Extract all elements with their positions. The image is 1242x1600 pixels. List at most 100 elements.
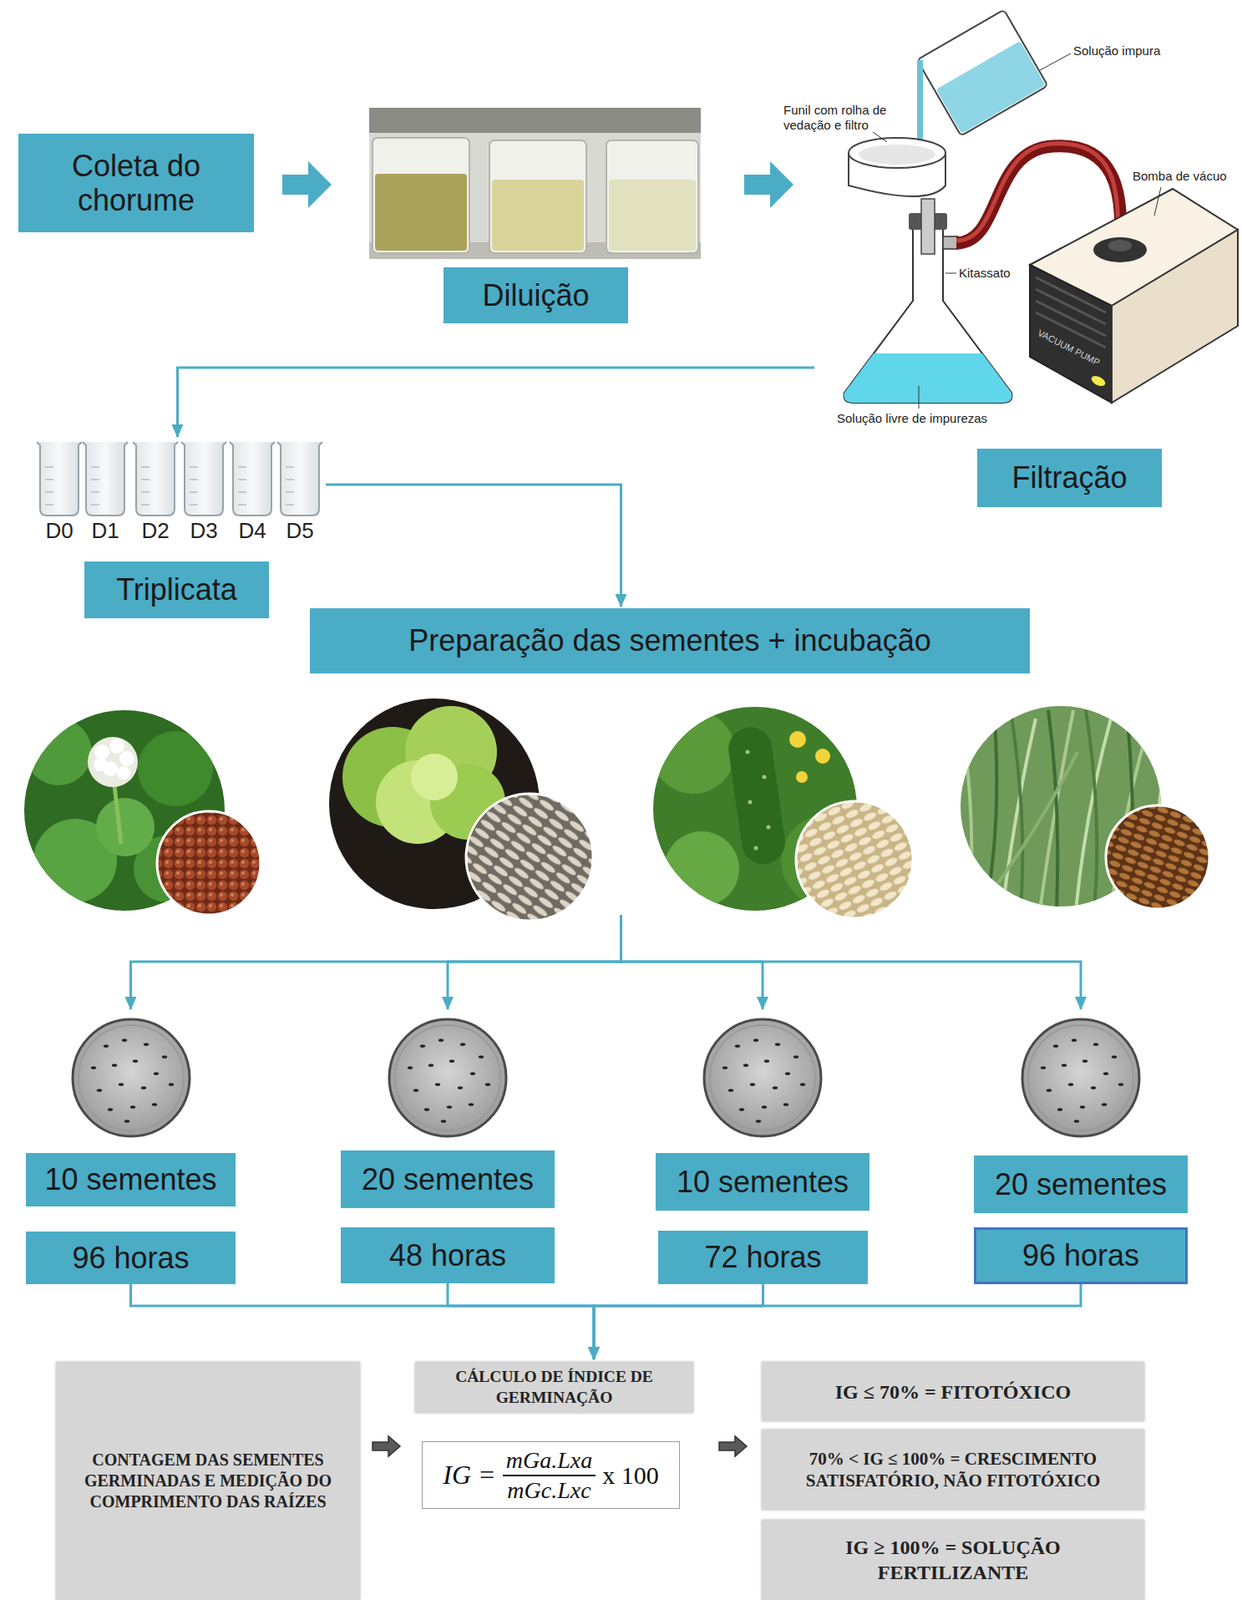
text-wrap: CONTAGEM DAS SEMENTES GERMINADAS E MEDIÇ… [64,1449,352,1512]
node-text: Diluição [453,278,619,313]
block-arrow [744,161,794,208]
formula-text: mGa.Lxa [502,1446,596,1476]
label-box: Filtração [977,448,1162,507]
dilution-photo [369,107,701,259]
cucumber-photo [651,701,913,919]
node-text: CÁLCULO DE ÍNDICE DE GERMINAÇÃO [423,1366,685,1408]
node-text: IG ≤ 70% = FITOTÓXICO [770,1378,1136,1405]
block-arrow [719,1435,747,1456]
process-group: Diluição [369,107,701,324]
sample-group: 10 sementes [25,1010,236,1207]
beaker-label: D5 [276,517,324,544]
formula-text: IG = [442,1459,496,1491]
label-box: 10 sementes [655,1152,870,1211]
callout-label: Bomba de vácuo [1132,168,1227,184]
flow-line [593,1283,1081,1359]
block-arrow [282,161,332,208]
text-wrap: Triplicata [94,572,259,607]
process-group: Triplicata [29,438,326,619]
beaker-label: D3 [180,517,228,544]
process-box: Coleta do chorume [18,133,254,233]
flow-line [325,484,622,607]
label-box: Diluição [443,267,629,324]
result-box: IG ≥ 100% = SOLUÇÃO FERTILIZANTE [761,1519,1145,1600]
formula-text: x 100 [602,1460,660,1490]
label-box: 20 sementes [973,1155,1188,1213]
text-wrap: 10 sementes [35,1161,226,1197]
text-wrap: IG ≤ 70% = FITOTÓXICO [770,1378,1136,1405]
step-header: CÁLCULO DE ÍNDICE DE GERMINAÇÃO [415,1361,694,1413]
node-text: Triplicata [94,572,259,607]
beaker-label: D4 [228,517,276,544]
node-text: 96 horas [35,1240,226,1275]
time-box: 96 horas [973,1226,1188,1284]
time-box: 48 horas [340,1226,555,1283]
node-text: 20 sementes [350,1161,545,1197]
node-text: 72 horas [668,1239,858,1274]
result-box: 70% < IG ≤ 100% = CRESCIMENTO SATISFATÓR… [761,1429,1145,1510]
text-wrap: CÁLCULO DE ÍNDICE DE GERMINAÇÃO [423,1366,685,1408]
flow-line [593,1283,764,1359]
formula-text: mGc.Lxc [503,1475,594,1504]
beaker-label: D1 [81,517,129,544]
lettuce-photo [325,693,594,921]
text-wrap: 72 horas [668,1239,858,1274]
result-box: IG ≤ 70% = FITOTÓXICO [761,1361,1145,1421]
sample-group: 10 sementes [655,1010,870,1211]
process-group: Filtração [814,20,1242,507]
node-text: Filtração [987,460,1152,495]
filtration-apparatus [843,10,1238,409]
text-wrap: 70% < IG ≤ 100% = CRESCIMENTO SATISFATÓR… [770,1447,1136,1492]
node-text: 96 horas [986,1237,1176,1273]
label-box: Triplicata [84,561,269,619]
node-text: Preparação das sementes + incubação [319,623,1020,658]
fraction: mGa.LxamGc.Lxc [502,1446,596,1504]
node-text: CONTAGEM DAS SEMENTES GERMINADAS E MEDIÇ… [64,1449,352,1512]
process-group: Preparação das sementes + incubação [20,608,1222,915]
text-wrap: IG ≥ 100% = SOLUÇÃO FERTILIZANTE [770,1534,1136,1585]
node-text: IG ≥ 100% = SOLUÇÃO FERTILIZANTE [770,1534,1136,1585]
text-wrap: Filtração [987,460,1152,495]
beaker-label: D2 [131,517,179,544]
text-wrap: 48 horas [350,1237,545,1273]
time-box: 72 horas [658,1230,868,1284]
callout-label: Solução livre de impurezas [836,410,988,426]
sample-group: 20 sementes [973,1010,1188,1213]
callout-label: Solução impura [1073,43,1161,59]
text-wrap: 20 sementes [350,1161,545,1197]
node-text: 10 sementes [35,1161,226,1197]
sample-group: 20 sementes [340,1010,555,1208]
step-box: CONTAGEM DAS SEMENTES GERMINADAS E MEDIÇ… [55,1361,360,1600]
node-text: 10 sementes [665,1164,860,1199]
text-wrap: Diluição [453,278,619,313]
grass-photo [956,701,1210,911]
text-wrap: 20 sementes [983,1166,1178,1202]
node-text: 20 sementes [983,1166,1178,1202]
label-box: 20 sementes [340,1150,555,1208]
node-text: 70% < IG ≤ 100% = CRESCIMENTO SATISFATÓR… [770,1447,1136,1492]
formula-box: IG =mGa.LxamGc.Lxcx 100 [421,1440,680,1509]
node-text: 48 horas [350,1237,545,1273]
text-wrap: Preparação das sementes + incubação [319,623,1020,658]
petri-dishes [72,1018,1140,1136]
flow-line [447,914,622,1009]
label-box: 10 sementes [25,1152,236,1207]
beaker-label: D0 [35,517,83,544]
text-wrap: 10 sementes [665,1164,860,1199]
flow-line [131,1283,595,1359]
callout-label: Kitassato [958,265,1011,281]
text-wrap: Coleta do chorume [28,148,244,218]
beaker-set [36,441,323,516]
label-box: Preparação das sementes + incubação [309,608,1030,674]
flow-line [177,367,816,437]
callout-label: Funil com rolha de vedação e filtro [783,102,909,133]
text-wrap: 96 horas [35,1240,226,1275]
flow-line [447,1282,594,1359]
flow-line [621,914,1082,1009]
flow-line [131,914,622,1009]
time-box: 96 horas [25,1231,236,1284]
text-wrap: 96 horas [986,1237,1176,1273]
